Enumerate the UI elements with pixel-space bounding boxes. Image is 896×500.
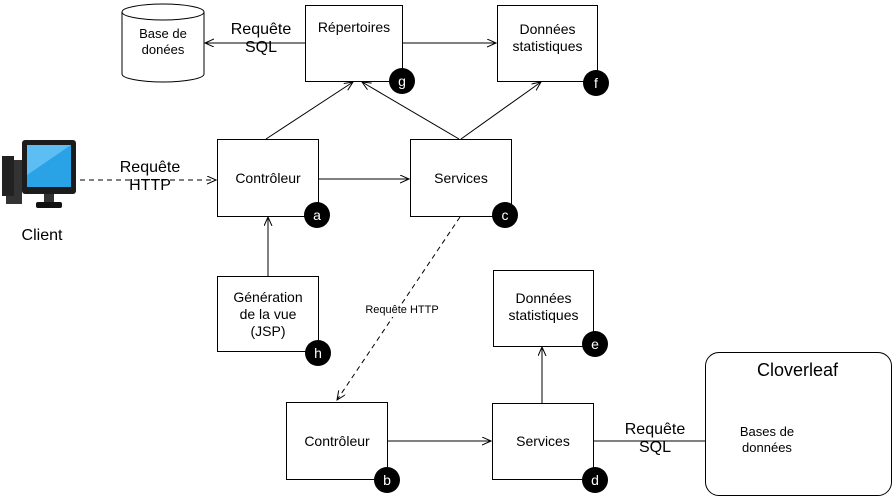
- badge-b: b: [374, 467, 400, 493]
- cloverleaf-title: Cloverleaf: [757, 360, 839, 380]
- requete-http-client-label: Requête HTTP: [119, 159, 181, 194]
- cloverleaf-database-label: Bases de données: [739, 424, 795, 455]
- services-bottom-label: Services: [516, 433, 570, 449]
- stats-bottom-label: Données statistiques: [508, 289, 579, 323]
- cloverleaf-group: [705, 352, 892, 496]
- controleur-bottom-label: Contrôleur: [304, 432, 370, 449]
- generation-vue-label: Génération de la vue (JSP): [233, 288, 303, 339]
- edge-services-to-repertoires: [362, 82, 460, 140]
- requete-sql-bottom-label: Requête SQL: [624, 421, 686, 456]
- controleur-box-top: Contrôleur: [217, 139, 319, 217]
- generation-vue-box: Génération de la vue (JSP): [217, 276, 319, 352]
- stats-box-top: Données statistiques: [497, 5, 598, 82]
- client-label: Client: [21, 227, 63, 244]
- badge-e: e: [582, 331, 608, 357]
- edge-services-to-stats: [460, 82, 541, 140]
- badge-c: c: [492, 202, 518, 228]
- badge-a: a: [304, 202, 330, 228]
- badge-g: g: [389, 68, 415, 94]
- controleur-top-label: Contrôleur: [235, 169, 301, 186]
- edge-controleur-to-repertoires: [265, 82, 353, 140]
- services-box-top: Services: [410, 139, 512, 217]
- services-top-label: Services: [434, 169, 488, 186]
- stats-box-bottom: Données statistiques: [493, 270, 594, 347]
- desktop-computer-icon: [2, 140, 76, 208]
- badge-d: d: [582, 467, 608, 493]
- badge-h: h: [305, 340, 331, 366]
- repertoires-box: Répertoires: [305, 5, 403, 82]
- requete-sql-top-label: Requête SQL: [230, 21, 292, 56]
- database-label: Base de donées: [139, 26, 187, 57]
- stats-top-label: Données statistiques: [512, 20, 583, 54]
- database-cylinder-icon: [121, 3, 205, 83]
- repertoires-label: Répertoires: [317, 19, 391, 35]
- controleur-box-bottom: Contrôleur: [286, 402, 388, 480]
- requete-http-dashed-label: Requête HTTP: [352, 304, 452, 317]
- badge-f: f: [583, 70, 609, 96]
- services-box-bottom: Services: [492, 403, 594, 480]
